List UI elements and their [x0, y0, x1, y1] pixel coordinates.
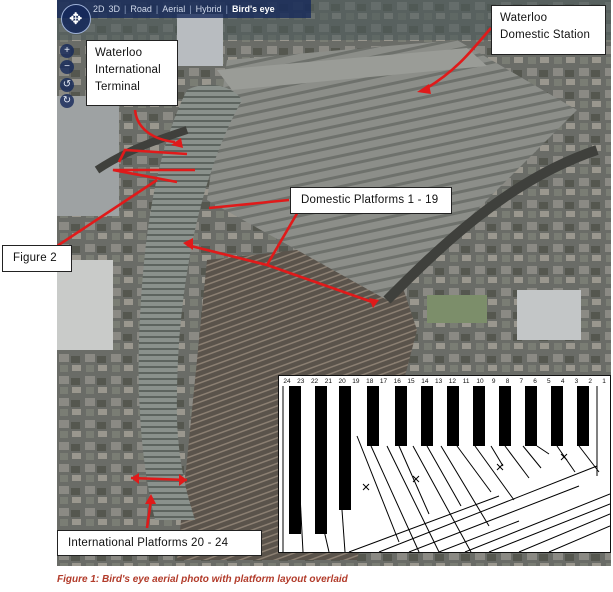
- platform-number-22: 22: [311, 378, 319, 385]
- mode-2d[interactable]: 2D: [93, 4, 105, 14]
- zoom-out-icon[interactable]: −: [60, 60, 74, 74]
- label-international-terminal: Waterloo International Terminal: [86, 40, 178, 106]
- label-line: Domestic Station: [500, 29, 591, 41]
- platform-number-4: 4: [561, 378, 565, 385]
- label-domestic-platforms: Domestic Platforms 1 - 19: [290, 187, 452, 214]
- platform-number-7: 7: [519, 378, 523, 385]
- platform-number-14: 14: [421, 378, 429, 385]
- label-line: Waterloo: [95, 47, 143, 59]
- platform-number-23: 23: [297, 378, 305, 385]
- rotate-right-icon[interactable]: ↻: [60, 94, 74, 108]
- platform-number-17: 17: [380, 378, 388, 385]
- mode-aerial[interactable]: Aerial: [162, 4, 186, 14]
- platform-block: [473, 386, 485, 446]
- platform-number-19: 19: [352, 378, 360, 385]
- label-line: International: [95, 64, 161, 76]
- mode-road[interactable]: Road: [130, 4, 152, 14]
- platform-block: [525, 386, 537, 446]
- annotation-arrows: [57, 27, 492, 529]
- platform-number-9: 9: [492, 378, 496, 385]
- platform-number-5: 5: [547, 378, 551, 385]
- platform-block: [551, 386, 563, 446]
- label-figure-2: Figure 2: [2, 245, 72, 272]
- platform-number-12: 12: [449, 378, 457, 385]
- platform-block: [367, 386, 379, 446]
- platform-block: [499, 386, 511, 446]
- platform-number-24: 24: [283, 378, 291, 385]
- mode-3d[interactable]: 3D: [108, 4, 121, 14]
- label-international-platforms: International Platforms 20 - 24: [57, 530, 262, 556]
- label-line: Terminal: [95, 81, 141, 93]
- platform-number-6: 6: [533, 378, 537, 385]
- platform-number-11: 11: [463, 378, 470, 385]
- platform-block: [421, 386, 433, 446]
- platform-number-2: 2: [588, 378, 592, 385]
- platform-number-15: 15: [407, 378, 415, 385]
- platform-number-13: 13: [435, 378, 443, 385]
- platform-block: [577, 386, 589, 446]
- compass-pan-icon[interactable]: [61, 4, 91, 34]
- platform-block: [339, 386, 351, 510]
- platform-block: [315, 386, 327, 534]
- mode-birds-eye[interactable]: Bird's eye: [231, 4, 275, 14]
- platform-number-8: 8: [506, 378, 510, 385]
- platform-number-3: 3: [575, 378, 579, 385]
- platform-number-16: 16: [394, 378, 402, 385]
- platform-number-21: 21: [325, 378, 333, 385]
- rotate-left-icon[interactable]: ↺: [60, 78, 74, 92]
- mode-hybrid[interactable]: Hybrid: [195, 4, 222, 14]
- platform-number-18: 18: [366, 378, 374, 385]
- label-line: Waterloo: [500, 12, 548, 24]
- platform-block: [289, 386, 301, 534]
- zoom-in-icon[interactable]: +: [60, 44, 74, 58]
- platform-number-1: 1: [602, 378, 606, 385]
- platform-block: [395, 386, 407, 446]
- platform-block: [447, 386, 459, 446]
- platform-number-20: 20: [339, 378, 347, 385]
- platform-number-10: 10: [476, 378, 484, 385]
- map-view-toolbar: 2D 3D | Road | Aerial | Hybrid | Bird's …: [57, 0, 311, 18]
- figure-caption: Figure 1: Bird's eye aerial photo with p…: [57, 574, 348, 585]
- label-domestic-station: Waterloo Domestic Station: [491, 5, 606, 55]
